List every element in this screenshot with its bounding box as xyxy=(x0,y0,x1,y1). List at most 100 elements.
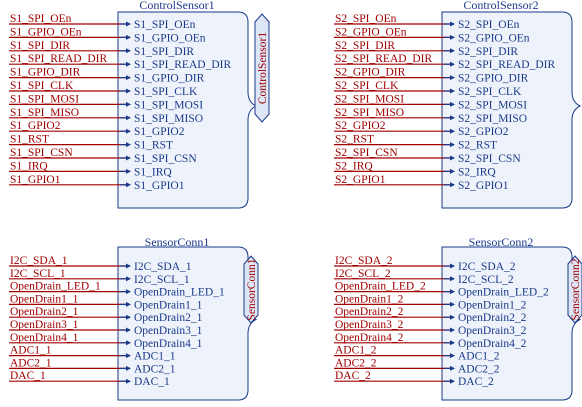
net-label[interactable]: S1_SPI_OEn xyxy=(10,13,72,25)
block-body[interactable] xyxy=(441,11,582,209)
port-label[interactable]: OpenDrain1_1 xyxy=(134,299,203,311)
net-label[interactable]: OpenDrain1_2 xyxy=(335,293,404,305)
port-label[interactable]: S2_GPIO_DIR xyxy=(458,73,529,85)
net-label[interactable]: ADC2_1 xyxy=(10,357,52,369)
net-label[interactable]: S1_GPIO2 xyxy=(10,120,61,132)
port-label[interactable]: OpenDrain1_2 xyxy=(458,299,527,311)
port-label[interactable]: S2_RST xyxy=(458,140,497,152)
port-label[interactable]: DAC_2 xyxy=(458,376,494,388)
port-label[interactable]: OpenDrain3_2 xyxy=(458,325,527,337)
port-label[interactable]: I2C_SDA_2 xyxy=(458,261,516,273)
net-label[interactable]: S1_RST xyxy=(10,134,49,146)
port-label[interactable]: ADC1_1 xyxy=(134,351,176,363)
net-label[interactable]: S2_SPI_OEn xyxy=(335,13,397,25)
port-label[interactable]: S2_IRQ xyxy=(458,166,496,178)
block-body[interactable] xyxy=(117,246,258,401)
net-label[interactable]: OpenDrain_LED_2 xyxy=(335,281,426,293)
port-label[interactable]: S1_SPI_DIR xyxy=(134,46,194,58)
port-label[interactable]: S2_SPI_CLK xyxy=(458,86,522,98)
net-label[interactable]: S2_GPIO2 xyxy=(335,120,386,132)
port-label[interactable]: OpenDrain_LED_2 xyxy=(458,287,549,299)
port-label[interactable]: S2_SPI_MOSI xyxy=(458,99,527,111)
port-label[interactable]: S2_SPI_CSN xyxy=(458,153,521,165)
net-label[interactable]: ADC1_1 xyxy=(10,345,52,357)
net-label[interactable]: S1_SPI_DIR xyxy=(10,40,70,52)
port-label[interactable]: S1_IRQ xyxy=(134,166,172,178)
port-label[interactable]: S2_SPI_OEn xyxy=(458,19,520,31)
port-label[interactable]: OpenDrain_LED_1 xyxy=(134,287,225,299)
port-label[interactable]: I2C_SDA_1 xyxy=(134,261,192,273)
net-label[interactable]: OpenDrain4_1 xyxy=(10,332,79,344)
port-label[interactable]: DAC_1 xyxy=(134,376,170,388)
block-body[interactable] xyxy=(441,246,582,401)
net-label[interactable]: S1_GPIO_DIR xyxy=(10,67,81,79)
net-label[interactable]: OpenDrain2_1 xyxy=(10,306,79,318)
net-label[interactable]: S2_GPIO_OEn xyxy=(335,26,407,38)
port-label[interactable]: ADC2_2 xyxy=(458,363,500,375)
port-label[interactable]: OpenDrain3_1 xyxy=(134,325,203,337)
net-label[interactable]: S2_GPIO1 xyxy=(335,174,386,186)
net-label[interactable]: S2_SPI_MISO xyxy=(335,107,404,119)
net-label[interactable]: S1_IRQ xyxy=(10,160,48,172)
net-label[interactable]: S1_SPI_MISO xyxy=(10,107,79,119)
net-label[interactable]: S2_SPI_CLK xyxy=(335,80,399,92)
sheet-tag[interactable] xyxy=(254,13,270,123)
net-label[interactable]: S1_GPIO1 xyxy=(10,174,61,186)
net-label[interactable]: OpenDrain3_1 xyxy=(10,319,79,331)
port-label[interactable]: S1_RST xyxy=(134,140,173,152)
net-label[interactable]: S2_SPI_MOSI xyxy=(335,93,404,105)
net-label[interactable]: DAC_2 xyxy=(335,370,371,382)
net-label[interactable]: I2C_SDA_2 xyxy=(335,255,393,267)
port-label[interactable]: S2_SPI_READ_DIR xyxy=(458,59,555,71)
port-label[interactable]: S1_SPI_CSN xyxy=(134,153,197,165)
port-label[interactable]: S2_GPIO2 xyxy=(458,126,509,138)
sheet-tag[interactable] xyxy=(567,255,582,324)
net-label[interactable]: S1_SPI_CLK xyxy=(10,80,74,92)
port-label[interactable]: S2_GPIO1 xyxy=(458,180,509,192)
port-label[interactable]: ADC2_1 xyxy=(134,363,176,375)
net-label[interactable]: S2_SPI_READ_DIR xyxy=(335,53,432,65)
net-label[interactable]: DAC_1 xyxy=(10,370,46,382)
net-label[interactable]: S1_SPI_MOSI xyxy=(10,93,79,105)
port-label[interactable]: S2_SPI_DIR xyxy=(458,46,518,58)
net-label[interactable]: OpenDrain3_2 xyxy=(335,319,404,331)
net-label[interactable]: S2_GPIO_DIR xyxy=(335,67,406,79)
port-label[interactable]: S2_GPIO_OEn xyxy=(458,32,530,44)
net-label[interactable]: ADC1_2 xyxy=(335,345,377,357)
port-label[interactable]: I2C_SCL_2 xyxy=(458,274,514,286)
net-label[interactable]: S2_SPI_CSN xyxy=(335,147,398,159)
net-label[interactable]: OpenDrain_LED_1 xyxy=(10,281,101,293)
port-label[interactable]: OpenDrain4_1 xyxy=(134,338,203,350)
port-label[interactable]: ADC1_2 xyxy=(458,351,500,363)
net-label[interactable]: OpenDrain4_2 xyxy=(335,332,404,344)
port-label[interactable]: S1_GPIO_DIR xyxy=(134,73,205,85)
sheet-tag[interactable] xyxy=(243,255,259,324)
net-label[interactable]: S1_GPIO_OEn xyxy=(10,26,82,38)
port-label[interactable]: OpenDrain4_2 xyxy=(458,338,527,350)
port-label[interactable]: S1_SPI_OEn xyxy=(134,19,196,31)
port-label[interactable]: S1_SPI_MISO xyxy=(134,113,203,125)
net-label[interactable]: I2C_SDA_1 xyxy=(10,255,68,267)
port-label[interactable]: S1_SPI_CLK xyxy=(134,86,198,98)
net-label[interactable]: I2C_SCL_2 xyxy=(335,268,391,280)
net-label[interactable]: OpenDrain1_1 xyxy=(10,293,79,305)
net-label[interactable]: S2_SPI_DIR xyxy=(335,40,395,52)
net-label[interactable]: S2_RST xyxy=(335,134,374,146)
port-label[interactable]: OpenDrain2_2 xyxy=(458,312,527,324)
net-label[interactable]: S2_IRQ xyxy=(335,160,373,172)
port-label[interactable]: S1_SPI_MOSI xyxy=(134,99,203,111)
net-label[interactable]: OpenDrain2_2 xyxy=(335,306,404,318)
net-label[interactable]: S1_SPI_READ_DIR xyxy=(10,53,107,65)
net-label[interactable]: ADC2_2 xyxy=(335,357,377,369)
port-label[interactable]: S2_SPI_MISO xyxy=(458,113,527,125)
net-label[interactable]: S1_SPI_CSN xyxy=(10,147,73,159)
port-label[interactable]: S1_SPI_READ_DIR xyxy=(134,59,231,71)
port-label[interactable]: S1_GPIO2 xyxy=(134,126,185,138)
net-label[interactable]: I2C_SCL_1 xyxy=(10,268,66,280)
port-label[interactable]: OpenDrain2_1 xyxy=(134,312,203,324)
port-label[interactable]: S1_GPIO_OEn xyxy=(134,32,206,44)
